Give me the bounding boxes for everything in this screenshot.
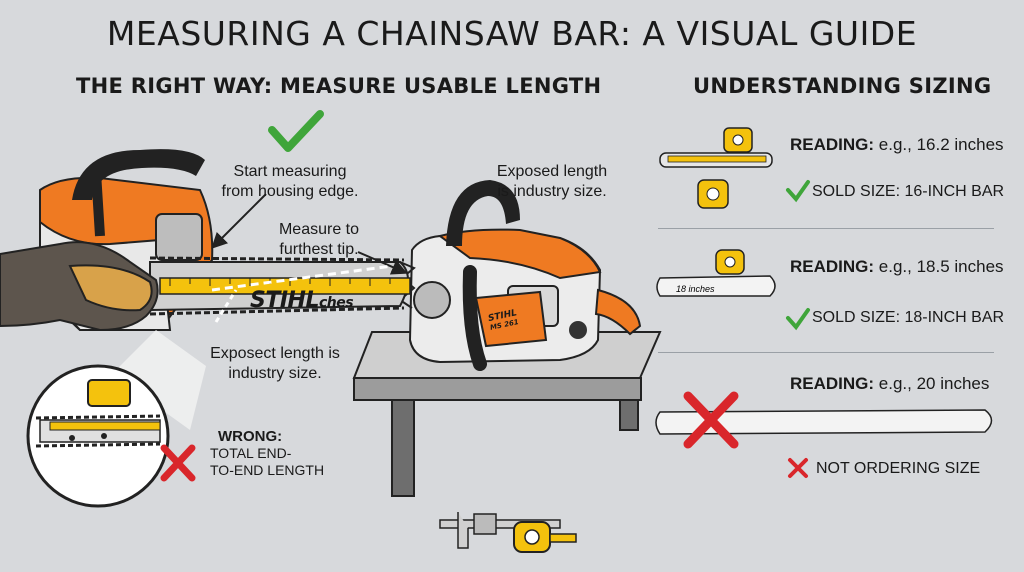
row-3-reading: READING: e.g., 20 inches: [790, 374, 990, 393]
check-icon: [786, 308, 810, 331]
tape-measure-icon: [513, 521, 577, 553]
row-2-result: SOLD SIZE: 18-INCH BAR: [812, 309, 1005, 326]
callout-exposed-length-left: Exposect length is industry size.: [210, 345, 340, 382]
callout-measure-tip: Measure to furthest tip.: [278, 221, 360, 258]
row-divider: [658, 352, 994, 353]
row-1-reading: READING: e.g., 16.2 inches: [790, 135, 1004, 154]
bar-brand-text: STIHLches: [250, 288, 354, 313]
magnifier-illustration: [26, 330, 206, 508]
right-heading: UNDERSTANDING SIZING: [693, 74, 992, 98]
row-1-result: SOLD SIZE: 16-INCH BAR: [812, 183, 1005, 200]
callout-start-measuring: Start measuring from housing edge.: [221, 163, 359, 200]
row-2-bar-text: 18 inches: [676, 284, 715, 294]
row-2-bar-illustration: 18 inches: [656, 249, 776, 297]
check-icon: [786, 180, 810, 203]
cross-icon: [160, 444, 196, 482]
wrong-title: WRONG:: [218, 428, 283, 445]
row-1-bar-illustration: [659, 127, 773, 209]
check-icon: [268, 110, 324, 152]
left-heading: THE RIGHT WAY: MEASURE USABLE LENGTH: [76, 74, 602, 98]
chainsaw-illustration-left: [0, 149, 411, 332]
cross-icon: [683, 391, 739, 449]
page-title: MEASURING A CHAINSAW BAR: A VISUAL GUIDE: [106, 14, 918, 53]
row-2-reading: READING: e.g., 18.5 inches: [790, 257, 1004, 276]
caliper-icon: [439, 512, 561, 549]
cross-icon: [788, 458, 808, 478]
row-3-bar-illustration: [655, 409, 993, 435]
row-3-result: NOT ORDERING SIZE: [816, 460, 981, 477]
wrong-callout: WRONG: TOTAL END- TO-END LENGTH: [200, 428, 340, 479]
row-divider: [658, 228, 994, 229]
callout-exposed-length-right: Exposed length is industry size.: [496, 163, 608, 200]
chainsaw-illustration-right: [398, 180, 642, 371]
wrong-text: TOTAL END- TO-END LENGTH: [210, 445, 325, 478]
